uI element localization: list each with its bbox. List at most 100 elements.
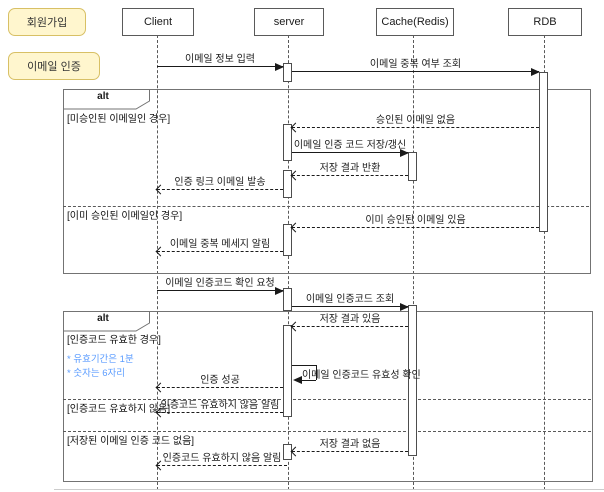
step-badge-signup-label: 회원가입 (26, 17, 68, 29)
message-label: 저장 결과 있음 (319, 314, 381, 325)
message-label: 이메일 인증 코드 저장/갱신 (293, 140, 407, 151)
message-save-result-return: 저장 결과 반환 (290, 162, 408, 181)
self-message-line (292, 365, 316, 366)
lifeline-cache (413, 35, 414, 490)
message-verify-success: 인증 성공 (155, 374, 283, 393)
alt-frame-1-guard-2: [이미 승인된 이메일인 경우] (67, 211, 183, 222)
alt-frame-1-guard-1: [미승인된 이메일인 경우] (67, 114, 171, 125)
message-label: 저장 결과 반환 (319, 163, 381, 174)
arrowhead-icon (531, 68, 540, 76)
activation-server-3 (283, 170, 292, 198)
actor-server: server (254, 8, 324, 36)
arrowhead-icon (275, 287, 284, 295)
arrowhead-icon (400, 303, 409, 311)
activation-rdb-1 (539, 72, 548, 232)
actor-server-label: server (273, 16, 305, 28)
message-email-dup-check: 이메일 중복 여부 조회 (292, 58, 540, 76)
message-send-verify-link: 인증 링크 이메일 발송 (155, 176, 283, 195)
alt-frame-2-guard-1: [인증코드 유효한 경우] (67, 335, 161, 346)
message-label: 인증 성공 (200, 375, 240, 386)
message-invalid-code-notice-2: 인증코드 유효하지 않음 알림 (155, 452, 287, 471)
message-label: 인증코드 유효하지 않음 알림 (160, 400, 280, 411)
alt-frame-1-label: alt (97, 91, 109, 102)
alt-frame-2-note-2: * 숫자는 6자리 (67, 368, 125, 379)
message-label: 인증코드 유효하지 않음 알림 (162, 453, 282, 464)
message-label: 저장 결과 없음 (319, 439, 381, 450)
actor-client-label: Client (143, 16, 173, 28)
actor-rdb: RDB (508, 8, 582, 36)
message-line (292, 152, 408, 153)
alt-frame-2-divider-2 (63, 431, 591, 432)
activation-server-2 (283, 124, 292, 161)
activation-server-4 (283, 224, 292, 256)
message-dup-notice: 이메일 중복 메세지 알림 (155, 238, 283, 257)
actor-client: Client (122, 8, 194, 36)
alt-frame-1-divider (63, 206, 589, 207)
message-line (157, 465, 287, 466)
actor-cache-label: Cache(Redis) (381, 16, 449, 28)
message-line (292, 306, 408, 307)
message-label: 이메일 인증코드 유효성 확인 (302, 370, 421, 381)
alt-frame-2-label: alt (97, 313, 109, 324)
message-line (157, 189, 283, 190)
alt-frame-1-tab: alt (63, 89, 151, 110)
alt-frame-2-guard-2: [인증코드 유효하지 않음] (67, 404, 171, 415)
message-label: 이메일 중복 여부 조회 (369, 59, 462, 70)
message-verify-code-request: 이메일 인증코드 확인 요청 (157, 277, 284, 295)
activation-cache-2 (408, 305, 417, 456)
arrowhead-icon (400, 149, 409, 157)
message-line (292, 127, 539, 128)
alt-frame-2-divider-1 (63, 399, 591, 400)
lifeline-rdb (544, 35, 545, 490)
activation-server-1 (283, 63, 292, 82)
message-line (157, 387, 283, 388)
alt-tab-shape (63, 311, 150, 332)
alt-frame-2-guard-3: [저장된 이메일 인증 코드 없음] (67, 436, 195, 447)
activation-server-5 (283, 288, 292, 311)
step-badge-email-verify: 이메일 인증 (8, 52, 100, 80)
message-verify-code-lookup: 이메일 인증코드 조회 (292, 293, 409, 311)
actor-cache: Cache(Redis) (376, 8, 454, 36)
alt-frame-1 (63, 89, 591, 274)
self-message-line (296, 380, 316, 381)
activation-server-6 (283, 325, 292, 417)
alt-tab-shape (63, 89, 150, 110)
self-message-line (316, 365, 317, 380)
alt-frame-2-tab: alt (63, 311, 151, 332)
arrowhead-icon (275, 63, 284, 71)
message-line (292, 227, 539, 228)
lifeline-server (288, 35, 289, 490)
arrowhead-icon (293, 376, 302, 384)
message-label: 이메일 인증코드 확인 요청 (165, 278, 275, 289)
step-badge-signup: 회원가입 (8, 8, 86, 36)
message-label: 인증 링크 이메일 발송 (174, 177, 266, 188)
message-label: 승인된 이메일 없음 (375, 115, 456, 126)
actor-rdb-label: RDB (533, 16, 557, 28)
message-already-approved: 이미 승인된 이메일 있음 (290, 214, 539, 233)
message-line (157, 66, 283, 67)
message-label: 이메일 중복 메세지 알림 (169, 239, 271, 250)
step-badge-email-verify-label: 이메일 인증 (27, 61, 81, 73)
message-line (157, 290, 283, 291)
lifeline-client (157, 35, 158, 490)
alt-frame-2 (63, 311, 593, 482)
message-label: 이메일 인증코드 조회 (305, 294, 395, 305)
message-save-result-none: 저장 결과 없음 (290, 438, 408, 457)
message-label: 이미 승인된 이메일 있음 (365, 215, 466, 226)
message-no-approved-email: 승인된 이메일 없음 (290, 114, 539, 133)
message-save-result-exists: 저장 결과 있음 (290, 313, 408, 332)
message-save-verify-code: 이메일 인증 코드 저장/갱신 (292, 139, 409, 157)
message-label: 이메일 정보 입력 (185, 54, 255, 65)
message-line (292, 451, 408, 452)
activation-server-7 (283, 444, 292, 460)
message-line (292, 71, 539, 72)
message-line (292, 326, 408, 327)
window-edge-line (54, 489, 604, 490)
activation-cache-1 (408, 152, 417, 181)
message-email-info-input: 이메일 정보 입력 (157, 53, 284, 71)
message-invalid-code-notice-1: 인증코드 유효하지 않음 알림 (155, 399, 283, 418)
message-line (157, 412, 283, 413)
message-line (157, 251, 283, 252)
message-line (292, 175, 408, 176)
